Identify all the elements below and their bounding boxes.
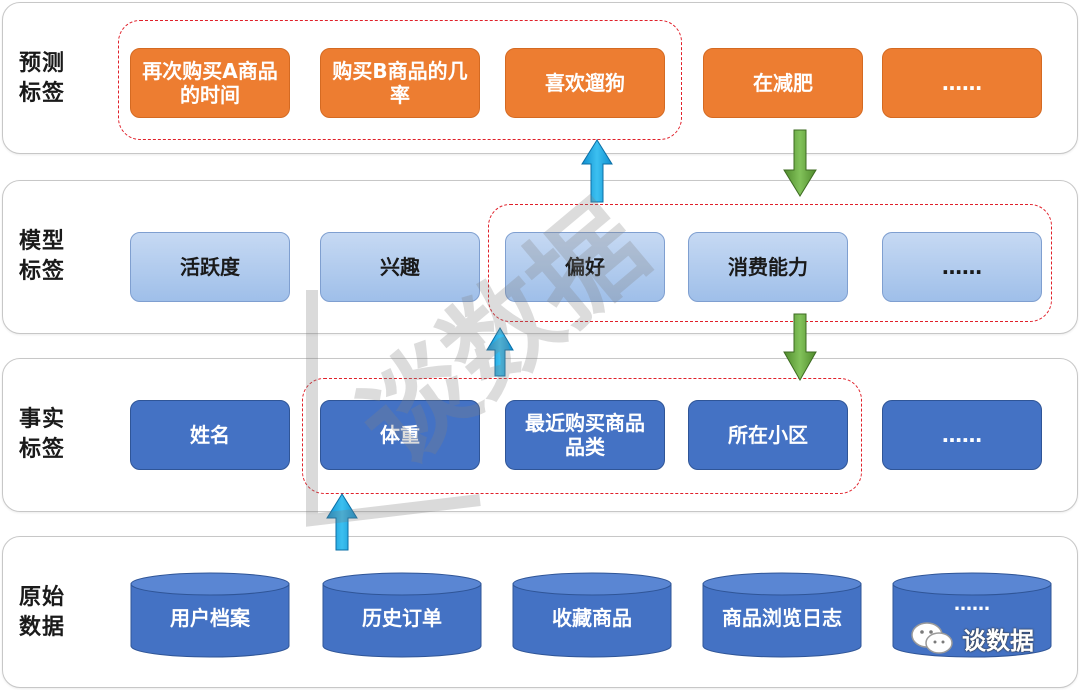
raw-label-line1: 原始 xyxy=(19,585,66,610)
up-arrow-raw-to-fact xyxy=(326,493,358,551)
fact-layer-label: 事实 标签 xyxy=(19,405,65,465)
database-cylinder-icon xyxy=(322,572,482,658)
model-box-activity: 活跃度 xyxy=(130,232,290,302)
prediction-layer-label: 预测 标签 xyxy=(19,49,65,109)
raw-cylinder-order-history: 历史订单 xyxy=(322,572,482,658)
model-box-more: …… xyxy=(882,232,1042,302)
raw-item-label: 收藏商品 xyxy=(552,606,632,630)
model-box-interest: 兴趣 xyxy=(320,232,480,302)
fact-box-more: …… xyxy=(882,400,1042,470)
fact-box-weight: 体重 xyxy=(320,400,480,470)
fact-dashed-group xyxy=(302,378,862,494)
fact-box-recent-category: 最近购买商品品类 xyxy=(505,400,665,470)
wechat-brand: 谈数据 xyxy=(910,620,1034,656)
prediction-label-line2: 标签 xyxy=(19,81,66,106)
database-cylinder-icon xyxy=(702,572,862,658)
fact-label-line1: 事实 xyxy=(19,407,66,432)
model-dashed-group xyxy=(488,204,1052,322)
prediction-box-likes-dog-walking: 喜欢遛狗 xyxy=(505,48,665,118)
raw-label-line2: 数据 xyxy=(19,615,66,640)
prediction-box-rebuy-time: 再次购买A商品的时间 xyxy=(130,48,290,118)
raw-data-layer-label: 原始 数据 xyxy=(19,583,65,643)
prediction-dashed-group xyxy=(118,20,682,140)
raw-cylinder-user-profile: 用户档案 xyxy=(130,572,290,658)
prediction-box-more: …… xyxy=(882,48,1042,118)
prediction-box-losing-weight: 在减肥 xyxy=(703,48,863,118)
model-label-line2: 标签 xyxy=(19,259,66,284)
raw-item-label: 用户档案 xyxy=(170,606,250,630)
wechat-icon xyxy=(911,622,953,654)
raw-cylinder-favorites: 收藏商品 xyxy=(512,572,672,658)
fact-box-community: 所在小区 xyxy=(688,400,848,470)
prediction-label-line1: 预测 xyxy=(19,51,66,76)
down-arrow-prediction-to-model xyxy=(783,129,817,197)
raw-item-label: 商品浏览日志 xyxy=(722,606,842,630)
raw-item-label: …… xyxy=(954,594,990,615)
raw-cylinder-browse-log: 商品浏览日志 xyxy=(702,572,862,658)
fact-box-name: 姓名 xyxy=(130,400,290,470)
brand-name: 谈数据 xyxy=(962,626,1034,655)
model-label-line1: 模型 xyxy=(19,229,66,254)
up-arrow-fact-to-model xyxy=(486,327,514,377)
database-cylinder-icon xyxy=(130,572,290,658)
prediction-box-buy-b-probability: 购买B商品的几率 xyxy=(320,48,480,118)
model-box-spending-power: 消费能力 xyxy=(688,232,848,302)
model-layer-label: 模型 标签 xyxy=(19,227,65,287)
database-cylinder-icon xyxy=(512,572,672,658)
raw-item-label: 历史订单 xyxy=(362,606,442,630)
model-box-preference: 偏好 xyxy=(505,232,665,302)
up-arrow-model-to-prediction xyxy=(581,139,613,203)
down-arrow-model-to-fact xyxy=(783,313,817,382)
fact-label-line2: 标签 xyxy=(19,437,66,462)
